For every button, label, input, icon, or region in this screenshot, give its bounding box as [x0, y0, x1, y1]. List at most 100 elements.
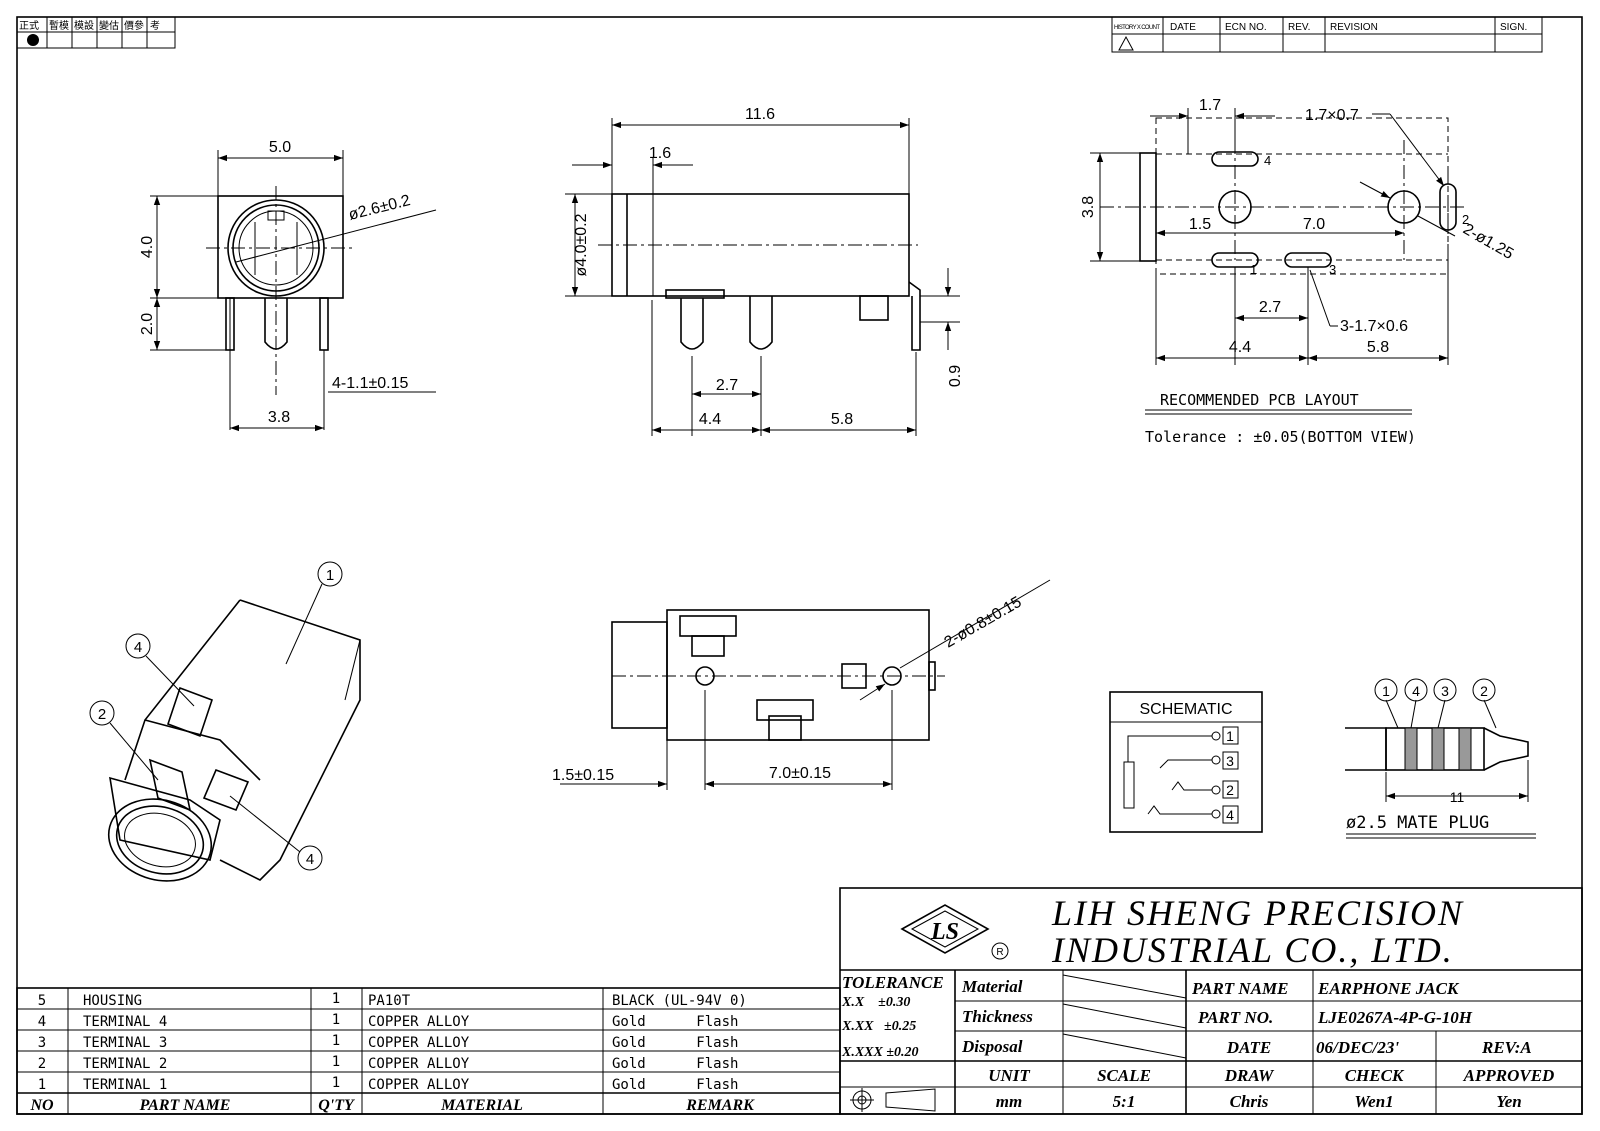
- bom-part-name: TERMINAL 4: [83, 1014, 167, 1030]
- rev-header-date: DATE: [1170, 22, 1196, 33]
- stamp-label: 正式: [19, 19, 39, 32]
- dim-pitch: 3.8: [268, 409, 290, 426]
- revision-block: HISTORY X COUNT DATE ECN NO. REV. REVISI…: [1111, 16, 1543, 53]
- svg-text:LS: LS: [930, 919, 959, 945]
- bom-qty: 1: [332, 991, 340, 1007]
- bom-material: COPPER ALLOY: [368, 1035, 470, 1051]
- date-label: DATE: [1226, 1038, 1271, 1057]
- company-name-line1: LIH SHENG PRECISION: [1051, 893, 1464, 933]
- revision-triangle-icon: [1118, 35, 1134, 51]
- dim-front-foot: 2.0: [139, 313, 156, 335]
- pin-label-1: 1: [1250, 262, 1257, 277]
- dim-side-pitch3: 5.8: [831, 411, 853, 428]
- plug-length: 11: [1450, 789, 1465, 805]
- draw-value: Chris: [1230, 1092, 1269, 1111]
- plug-callout-1: 1: [1382, 683, 1390, 699]
- stamp-dot-icon: [27, 34, 39, 46]
- iso-callout-4b: 4: [306, 851, 314, 868]
- stamp-label: 價參: [124, 19, 144, 32]
- part-name: EARPHONE JACK: [1317, 979, 1460, 998]
- bom-remark: Gold Flash: [612, 1014, 738, 1030]
- dim-front-width: 5.0: [269, 139, 291, 156]
- dim-pcb-1-5: 1.5: [1189, 216, 1211, 233]
- bottom-view: 1.5±0.15 7.0±0.15 2-ø0.8±0.15: [552, 579, 1051, 790]
- part-no-label: PART NO.: [1197, 1008, 1273, 1027]
- scale-value: 5:1: [1113, 1092, 1136, 1111]
- dim-side-pin-length: 0.9: [947, 365, 964, 387]
- bom-header-remark: REMARK: [685, 1097, 755, 1114]
- schematic-title: SCHEMATIC: [1139, 701, 1232, 718]
- table-row: 3 TERMINAL 3 1 COPPER ALLOY Gold Flash: [38, 1033, 739, 1051]
- mate-plug: 1 4 3 2 11 ø2.5 MATE PLUG: [1345, 678, 1536, 839]
- schematic-pin-4: 4: [1226, 807, 1234, 823]
- rev-value: REV:A: [1481, 1038, 1532, 1057]
- title-block: LS R LIH SHENG PRECISION INDUSTRIAL CO.,…: [839, 887, 1583, 1115]
- bom-remark: BLACK (UL-94V 0): [612, 993, 747, 1009]
- unit-label: UNIT: [988, 1066, 1030, 1085]
- plug-label: ø2.5 MATE PLUG: [1346, 813, 1489, 833]
- pcb-layout: 4 1 3 2 1.7 1.7×0.7 3.8 1.5 7.0 2-ø1.25 …: [1080, 97, 1516, 446]
- material-label: Material: [961, 977, 1023, 996]
- schematic-pin-2: 2: [1226, 782, 1234, 798]
- tolerance-xx: X.X ±0.30: [841, 995, 910, 1010]
- stamp-label: 模設: [74, 19, 94, 32]
- rev-header-sign: SIGN.: [1500, 22, 1527, 33]
- iso-callout-2: 2: [98, 706, 106, 723]
- unit-value: mm: [996, 1092, 1022, 1111]
- disposal-label: Disposal: [961, 1037, 1023, 1056]
- dim-front-height: 4.0: [139, 236, 156, 258]
- bom-qty: 1: [332, 1054, 340, 1070]
- bom-table: 5 HOUSING 1 PA10T BLACK (UL-94V 0) 4 TER…: [16, 987, 841, 1115]
- tolerance-title: TOLERANCE: [842, 973, 944, 992]
- rev-header-ecn: ECN NO.: [1225, 22, 1267, 33]
- dim-pcb-5-8: 5.8: [1367, 339, 1389, 356]
- part-name-label: PART NAME: [1191, 979, 1289, 998]
- dim-pcb-2-7: 2.7: [1259, 299, 1281, 316]
- bom-remark: Gold Flash: [612, 1077, 738, 1093]
- bom-no: 2: [38, 1056, 46, 1072]
- dim-pcb-height: 3.8: [1080, 196, 1097, 218]
- bom-qty: 1: [332, 1075, 340, 1091]
- thickness-label: Thickness: [962, 1007, 1033, 1026]
- rev-header-history: HISTORY X COUNT: [1114, 25, 1160, 31]
- bom-part-name: HOUSING: [83, 993, 142, 1009]
- bom-remark: Gold Flash: [612, 1035, 738, 1051]
- table-row: 2 TERMINAL 2 1 COPPER ALLOY Gold Flash: [38, 1054, 739, 1072]
- dim-bottom-7-0: 7.0±0.15: [769, 765, 831, 782]
- company-logo-icon: LS R: [900, 904, 1009, 960]
- dim-pcb-7-0: 7.0: [1303, 216, 1325, 233]
- dim-bottom-1-5: 1.5±0.15: [552, 767, 614, 784]
- side-view: 11.6 1.6 ø4.0±0.2 2.7 4.4 5.8 0.9: [565, 106, 964, 436]
- bom-no: 1: [38, 1077, 46, 1093]
- dim-pcb-holes: 2-ø1.25: [1460, 221, 1516, 263]
- tolerance-xxxx: X.XXX ±0.20: [841, 1045, 919, 1060]
- bom-material: PA10T: [368, 993, 411, 1009]
- svg-text:R: R: [996, 947, 1003, 958]
- bom-header-no: NO: [29, 1097, 54, 1114]
- projection-symbol-icon: [850, 1088, 936, 1112]
- plug-callout-2: 2: [1480, 683, 1488, 699]
- approved-label: APPROVED: [1463, 1066, 1555, 1085]
- bom-qty: 1: [332, 1033, 340, 1049]
- pin-label-3: 3: [1329, 262, 1336, 277]
- table-row: 5 HOUSING 1 PA10T BLACK (UL-94V 0): [38, 991, 747, 1009]
- bom-material: COPPER ALLOY: [368, 1056, 470, 1072]
- front-view: 5.0 4.0 2.0 ø2.6±0.2 4-1.1±0.15 3.8: [139, 139, 437, 432]
- bom-material: COPPER ALLOY: [368, 1014, 470, 1030]
- dim-side-pitch2: 4.4: [699, 411, 721, 428]
- bom-part-name: TERMINAL 1: [83, 1077, 167, 1093]
- check-value: Wen1: [1354, 1092, 1393, 1111]
- stamp-label: 考: [150, 20, 160, 32]
- bom-header-qty: Q'TY: [318, 1097, 355, 1114]
- schematic: SCHEMATIC 1 3 2 4: [1109, 691, 1263, 833]
- dim-bottom-posts: 2-ø0.8±0.15: [942, 594, 1025, 652]
- draw-label: DRAW: [1224, 1066, 1275, 1085]
- date-value: 06/DEC/23': [1316, 1038, 1399, 1057]
- stamp-label: 變估: [99, 19, 119, 32]
- dim-side-pitch1: 2.7: [716, 377, 738, 394]
- table-row: 4 TERMINAL 4 1 COPPER ALLOY Gold Flash: [38, 1012, 739, 1030]
- pcb-tolerance: Tolerance : ±0.05(BOTTOM VIEW): [1145, 428, 1416, 446]
- table-row: 1 TERMINAL 1 1 COPPER ALLOY Gold Flash: [38, 1075, 739, 1093]
- dim-pcb-4-4: 4.4: [1229, 339, 1251, 356]
- part-no: LJE0267A-4P-G-10H: [1317, 1008, 1473, 1027]
